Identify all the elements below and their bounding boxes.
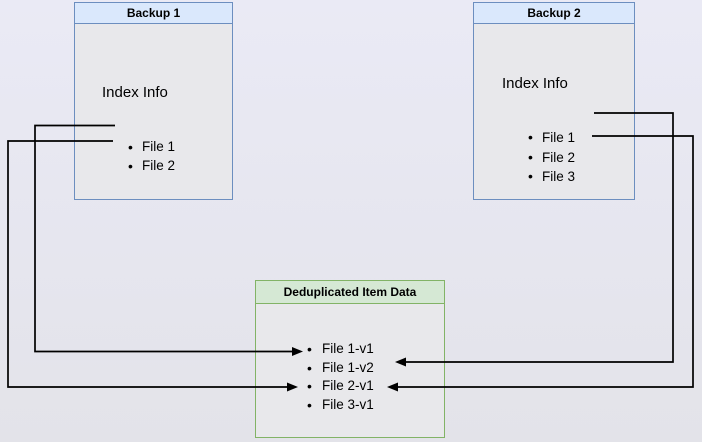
backup1-file-list: File 1 File 2 <box>128 138 175 175</box>
backup2-file-item: File 1 <box>528 128 575 148</box>
backup1-index-info-label: Index Info <box>102 84 168 101</box>
backup1-node: Backup 1 Index Info File 1 File 2 <box>74 2 233 200</box>
backup2-node: Backup 2 Index Info File 1 File 2 File 3 <box>473 2 635 200</box>
backup2-file-item: File 2 <box>528 148 575 168</box>
dedup-item: File 3-v1 <box>307 396 374 415</box>
dedup-item: File 1-v1 <box>307 340 374 359</box>
backup2-index-info-label: Index Info <box>502 75 568 92</box>
dedup-title: Deduplicated Item Data <box>256 281 444 304</box>
dedup-item: File 1-v2 <box>307 359 374 378</box>
backup2-file-list: File 1 File 2 File 3 <box>528 128 575 187</box>
dedup-node: Deduplicated Item Data File 1-v1 File 1-… <box>255 280 445 438</box>
backup2-title: Backup 2 <box>474 3 634 24</box>
dedup-item: File 2-v1 <box>307 377 374 396</box>
backup1-title: Backup 1 <box>75 3 232 24</box>
backup1-file-item: File 1 <box>128 138 175 157</box>
dedup-item-list: File 1-v1 File 1-v2 File 2-v1 File 3-v1 <box>307 340 374 414</box>
backup1-file-item: File 2 <box>128 157 175 176</box>
backup2-file-item: File 3 <box>528 167 575 187</box>
